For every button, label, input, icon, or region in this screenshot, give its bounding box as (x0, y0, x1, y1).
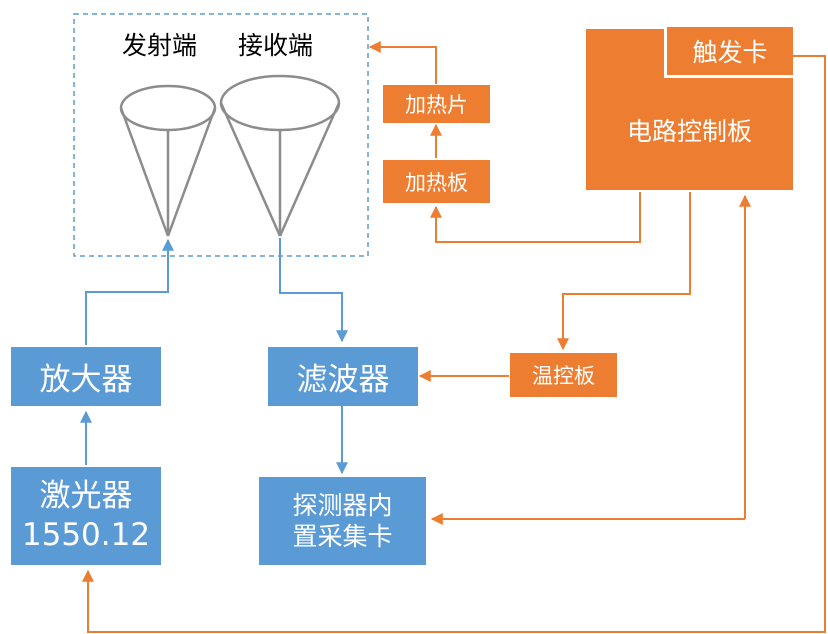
arrow-receiver-to-filter (279, 238, 348, 343)
arrow-board-to-heater-plate (430, 192, 641, 243)
arrow-heater-film-to-antenna (368, 41, 437, 84)
filter-label: 滤波器 (296, 362, 390, 398)
arrow-amplifier-to-transmitter (85, 238, 174, 345)
transmit-cone (119, 84, 217, 237)
filter-block: 滤波器 (268, 347, 418, 406)
temp-board-label: 温控板 (532, 364, 595, 388)
heater-plate-label: 加热板 (405, 170, 468, 195)
receive-label: 接收端 (238, 31, 314, 60)
laser-wavelength: 1550.12 (21, 517, 151, 553)
heater-film-block: 加热片 (383, 85, 490, 123)
detector-line-1: 探测器内 (292, 490, 393, 520)
arrow-board-to-tempboard (557, 192, 691, 351)
detector-block: 探测器内 置采集卡 (259, 477, 426, 565)
amplifier-label: 放大器 (39, 362, 133, 398)
antenna-enclosure (73, 13, 369, 257)
arrow-trigger-to-laser (82, 55, 826, 633)
laser-name: 激光器 (39, 478, 133, 515)
amplifier-block: 放大器 (11, 347, 161, 406)
temp-board-block: 温控板 (510, 353, 617, 397)
receive-cone (219, 74, 341, 237)
detector-line-2: 置采集卡 (292, 522, 393, 551)
laser-block: 激光器 1550.12 (11, 467, 161, 565)
transmit-label: 发射端 (122, 31, 198, 60)
circuit-board-label: 电路控制板 (626, 116, 752, 146)
heater-film-label: 加热片 (405, 93, 468, 117)
trigger-card-label: 触发卡 (692, 38, 768, 67)
heater-plate-block: 加热板 (383, 160, 490, 203)
trigger-card-block: 触发卡 (664, 27, 793, 78)
